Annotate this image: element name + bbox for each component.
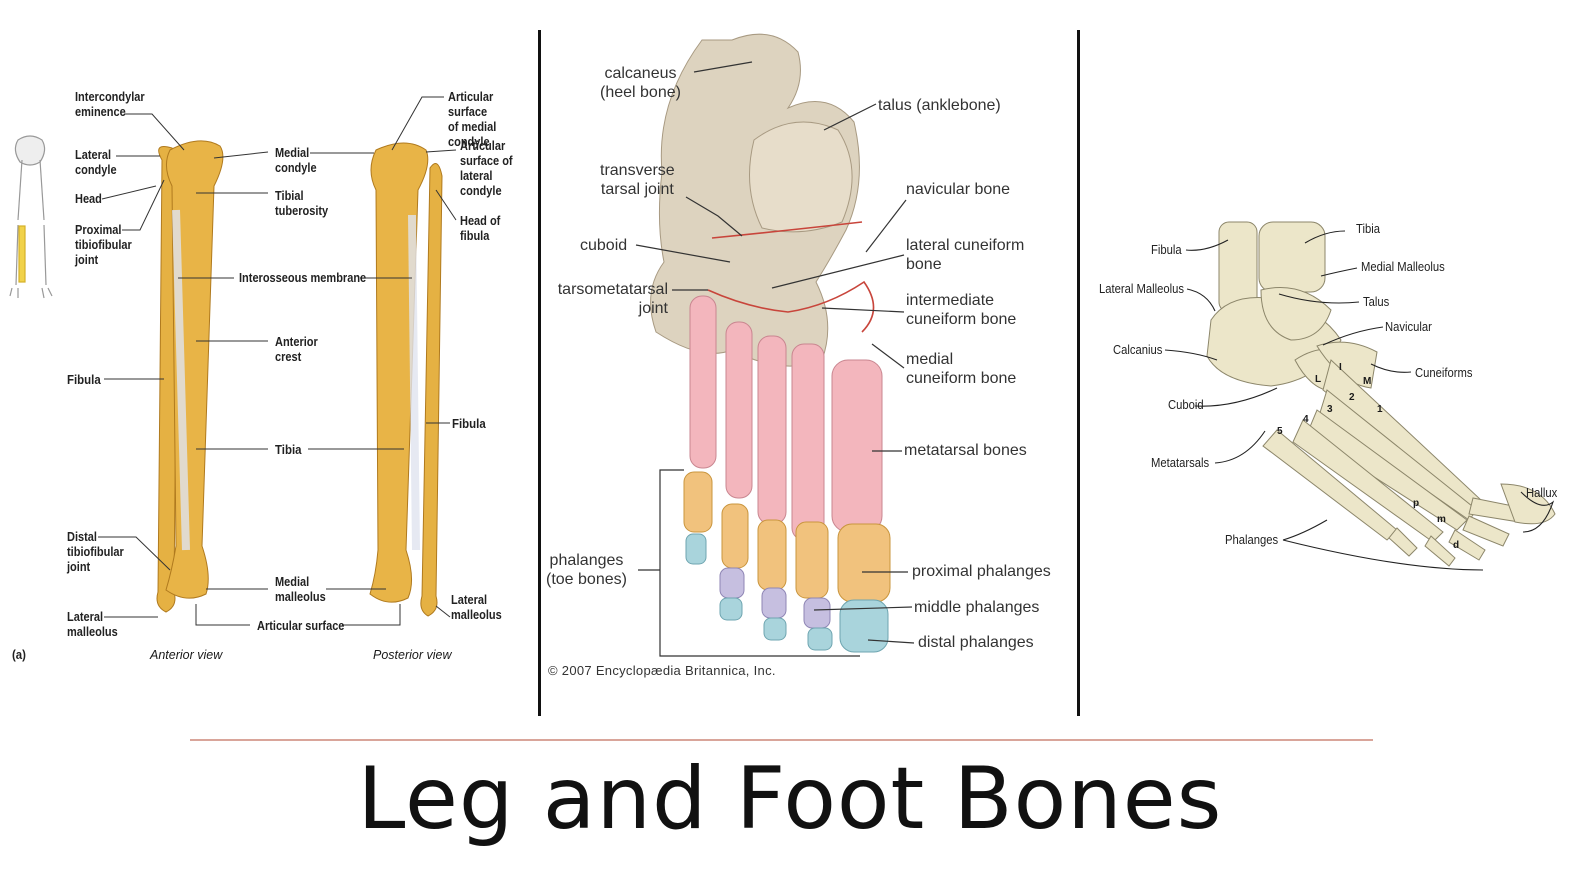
foot-dorsal-illustration <box>635 33 915 657</box>
label-hallux: Hallux <box>1526 486 1558 500</box>
label-intermediate-cuneiform: intermediate cuneiform bone <box>906 292 1017 329</box>
posterior-bones <box>369 142 443 617</box>
label-middle-phalanges: middle phalanges <box>914 599 1040 616</box>
label-transverse-tarsal-joint: transverse tarsal joint <box>600 162 675 199</box>
label-proximal-tibiofibular-joint: Proximal tibiofibular joint <box>75 223 132 267</box>
label-articular-surface: Articular surface <box>257 619 345 633</box>
mark-2: 2 <box>1349 392 1355 403</box>
title-rule <box>190 739 1373 741</box>
slide-title: Leg and Foot Bones <box>357 749 1223 849</box>
middle-leader-lines <box>635 61 915 657</box>
distal-phalanges <box>685 533 889 653</box>
label-medial-malleolus: Medial malleolus <box>275 575 326 604</box>
label-lateral-malleolus: Lateral Malleolus <box>1099 282 1185 296</box>
label-navicular-right: Navicular <box>1385 320 1432 334</box>
mark-4: 4 <box>1303 414 1309 425</box>
label-tibia-right: Tibia <box>1356 222 1380 236</box>
label-fibula-anterior: Fibula <box>67 372 101 387</box>
left-leader-lines <box>98 96 457 626</box>
label-lateral-malleolus-anterior: Lateral malleolus <box>67 610 118 639</box>
divider-right <box>1077 30 1080 716</box>
caption-posterior-view: Posterior view <box>373 648 452 662</box>
label-distal-tibiofibular-joint: Distal tibiofibular joint <box>67 530 124 574</box>
label-metatarsals: Metatarsals <box>1151 456 1210 470</box>
mark-3: 3 <box>1327 404 1333 415</box>
label-cuboid-right: Cuboid <box>1168 398 1204 412</box>
mark-p: p <box>1413 498 1420 509</box>
foot-dorsal-panel: calcaneus (heel bone) talus (anklebone) … <box>542 0 1078 720</box>
label-interosseous-membrane: Interosseous membrane <box>239 271 367 285</box>
mark-m: m <box>1437 514 1446 525</box>
label-articular-surface-medial-condyle: Articular surface of medial condyle <box>448 90 497 149</box>
foot-lateral-illustration <box>1164 221 1556 571</box>
label-tibia: Tibia <box>275 442 302 457</box>
label-medial-malleolus-right: Medial Malleolus <box>1361 260 1445 274</box>
label-lateral-malleolus-posterior: Lateral malleolus <box>451 593 502 622</box>
label-lateral-cuneiform: lateral cuneiform bone <box>906 237 1025 274</box>
label-cuboid: cuboid <box>580 237 628 254</box>
label-tarsometatarsal-joint: tarsometatarsal joint <box>557 281 668 318</box>
label-intercondylar-eminence: Intercondylar eminence <box>75 90 145 119</box>
label-tibial-tuberosity: Tibial tuberosity <box>275 189 329 218</box>
label-distal-phalanges: distal phalanges <box>918 634 1034 651</box>
label-anterior-crest: Anterior crest <box>275 335 318 364</box>
label-talus: talus (anklebone) <box>878 97 1001 114</box>
right-leader-lines <box>1164 230 1555 571</box>
label-articular-surface-lateral-condyle: Articular surface of lateral condyle <box>460 139 513 198</box>
label-head-of-fibula: Head of fibula <box>460 214 501 243</box>
label-talus-right: Talus <box>1363 295 1390 309</box>
mark-M: M <box>1363 376 1372 387</box>
label-proximal-phalanges: proximal phalanges <box>912 563 1051 580</box>
label-calcanius: Calcanius <box>1113 343 1163 357</box>
label-fibula-right: Fibula <box>1151 243 1182 257</box>
label-medial-cuneiform: medial cuneiform bone <box>906 351 1017 388</box>
label-cuneiforms: Cuneiforms <box>1415 366 1473 380</box>
label-phalanges-right: Phalanges <box>1225 533 1279 547</box>
skeleton-thumbnail <box>9 135 53 299</box>
label-navicular-bone: navicular bone <box>906 181 1011 198</box>
label-lateral-condyle: Lateral condyle <box>75 148 117 177</box>
copyright-notice: © 2007 Encyclopædia Britannica, Inc. <box>548 663 776 678</box>
divider-left <box>538 30 541 716</box>
proximal-phalanges <box>683 471 891 603</box>
mark-L: L <box>1315 374 1322 385</box>
label-head: Head <box>75 192 102 206</box>
middle-phalanges <box>719 567 831 629</box>
mark-5: 5 <box>1277 426 1283 437</box>
label-metatarsal-bones: metatarsal bones <box>904 442 1027 459</box>
metatarsal-bones <box>689 295 883 541</box>
mark-d: d <box>1453 540 1460 551</box>
anterior-bones <box>156 140 224 613</box>
caption-anterior-view: Anterior view <box>150 648 223 662</box>
tibia-fibula-panel: Intercondylar eminence Lateral condyle H… <box>0 0 540 720</box>
label-fibula-posterior: Fibula <box>452 416 486 431</box>
panel-marker-a: (a) <box>12 647 26 662</box>
label-medial-condyle: Medial condyle <box>275 146 317 175</box>
label-calcaneus: calcaneus (heel bone) <box>600 65 681 102</box>
tibia-fibula-illustration <box>9 96 457 626</box>
mark-1: 1 <box>1377 404 1383 415</box>
foot-lateral-panel: Fibula Tibia Lateral Malleolus Medial Ma… <box>1081 0 1580 720</box>
label-phalanges: phalanges (toe bones) <box>546 552 627 589</box>
mark-I: I <box>1339 362 1342 373</box>
